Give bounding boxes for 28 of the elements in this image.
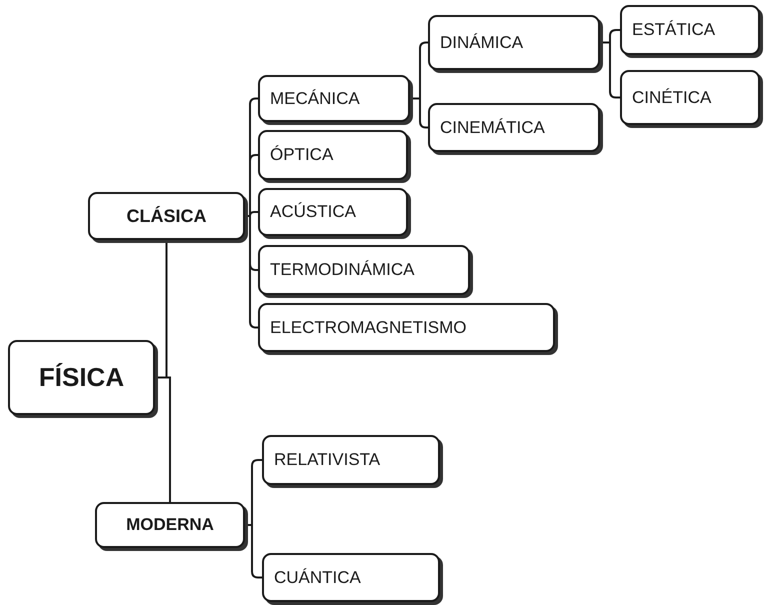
concept-label: ACÚSTICA [270,202,356,222]
concept-label: CINEMÁTICA [440,118,545,138]
concept-box [258,245,470,295]
concept-label: TERMODINÁMICA [270,260,414,280]
concept-label: ESTÁTICA [632,20,716,40]
concept-label: CUÁNTICA [274,568,361,588]
concept-box [258,130,408,180]
concept-label: ÓPTICA [270,145,334,165]
concept-label: MECÁNICA [270,88,360,108]
concept-label: RELATIVISTA [274,450,380,470]
concept-box [428,15,600,70]
concept-label: ELECTROMAGNETISMO [270,318,466,338]
concept-label: CLÁSICA [126,206,206,226]
concept-box [428,103,600,152]
concept-box [262,553,440,602]
concept-label: MODERNA [126,515,214,535]
concept-box [258,303,555,352]
concept-label: FÍSICA [38,362,124,393]
concept-box [620,70,760,125]
concept-box [620,5,760,55]
concept-box [8,340,155,415]
concept-label: CINÉTICA [632,88,712,108]
concept-box [88,192,245,240]
concept-box [258,75,410,122]
concept-box [262,435,440,485]
concept-box [258,188,408,236]
concept-label: DINÁMICA [440,32,524,52]
concept-box [95,502,245,548]
